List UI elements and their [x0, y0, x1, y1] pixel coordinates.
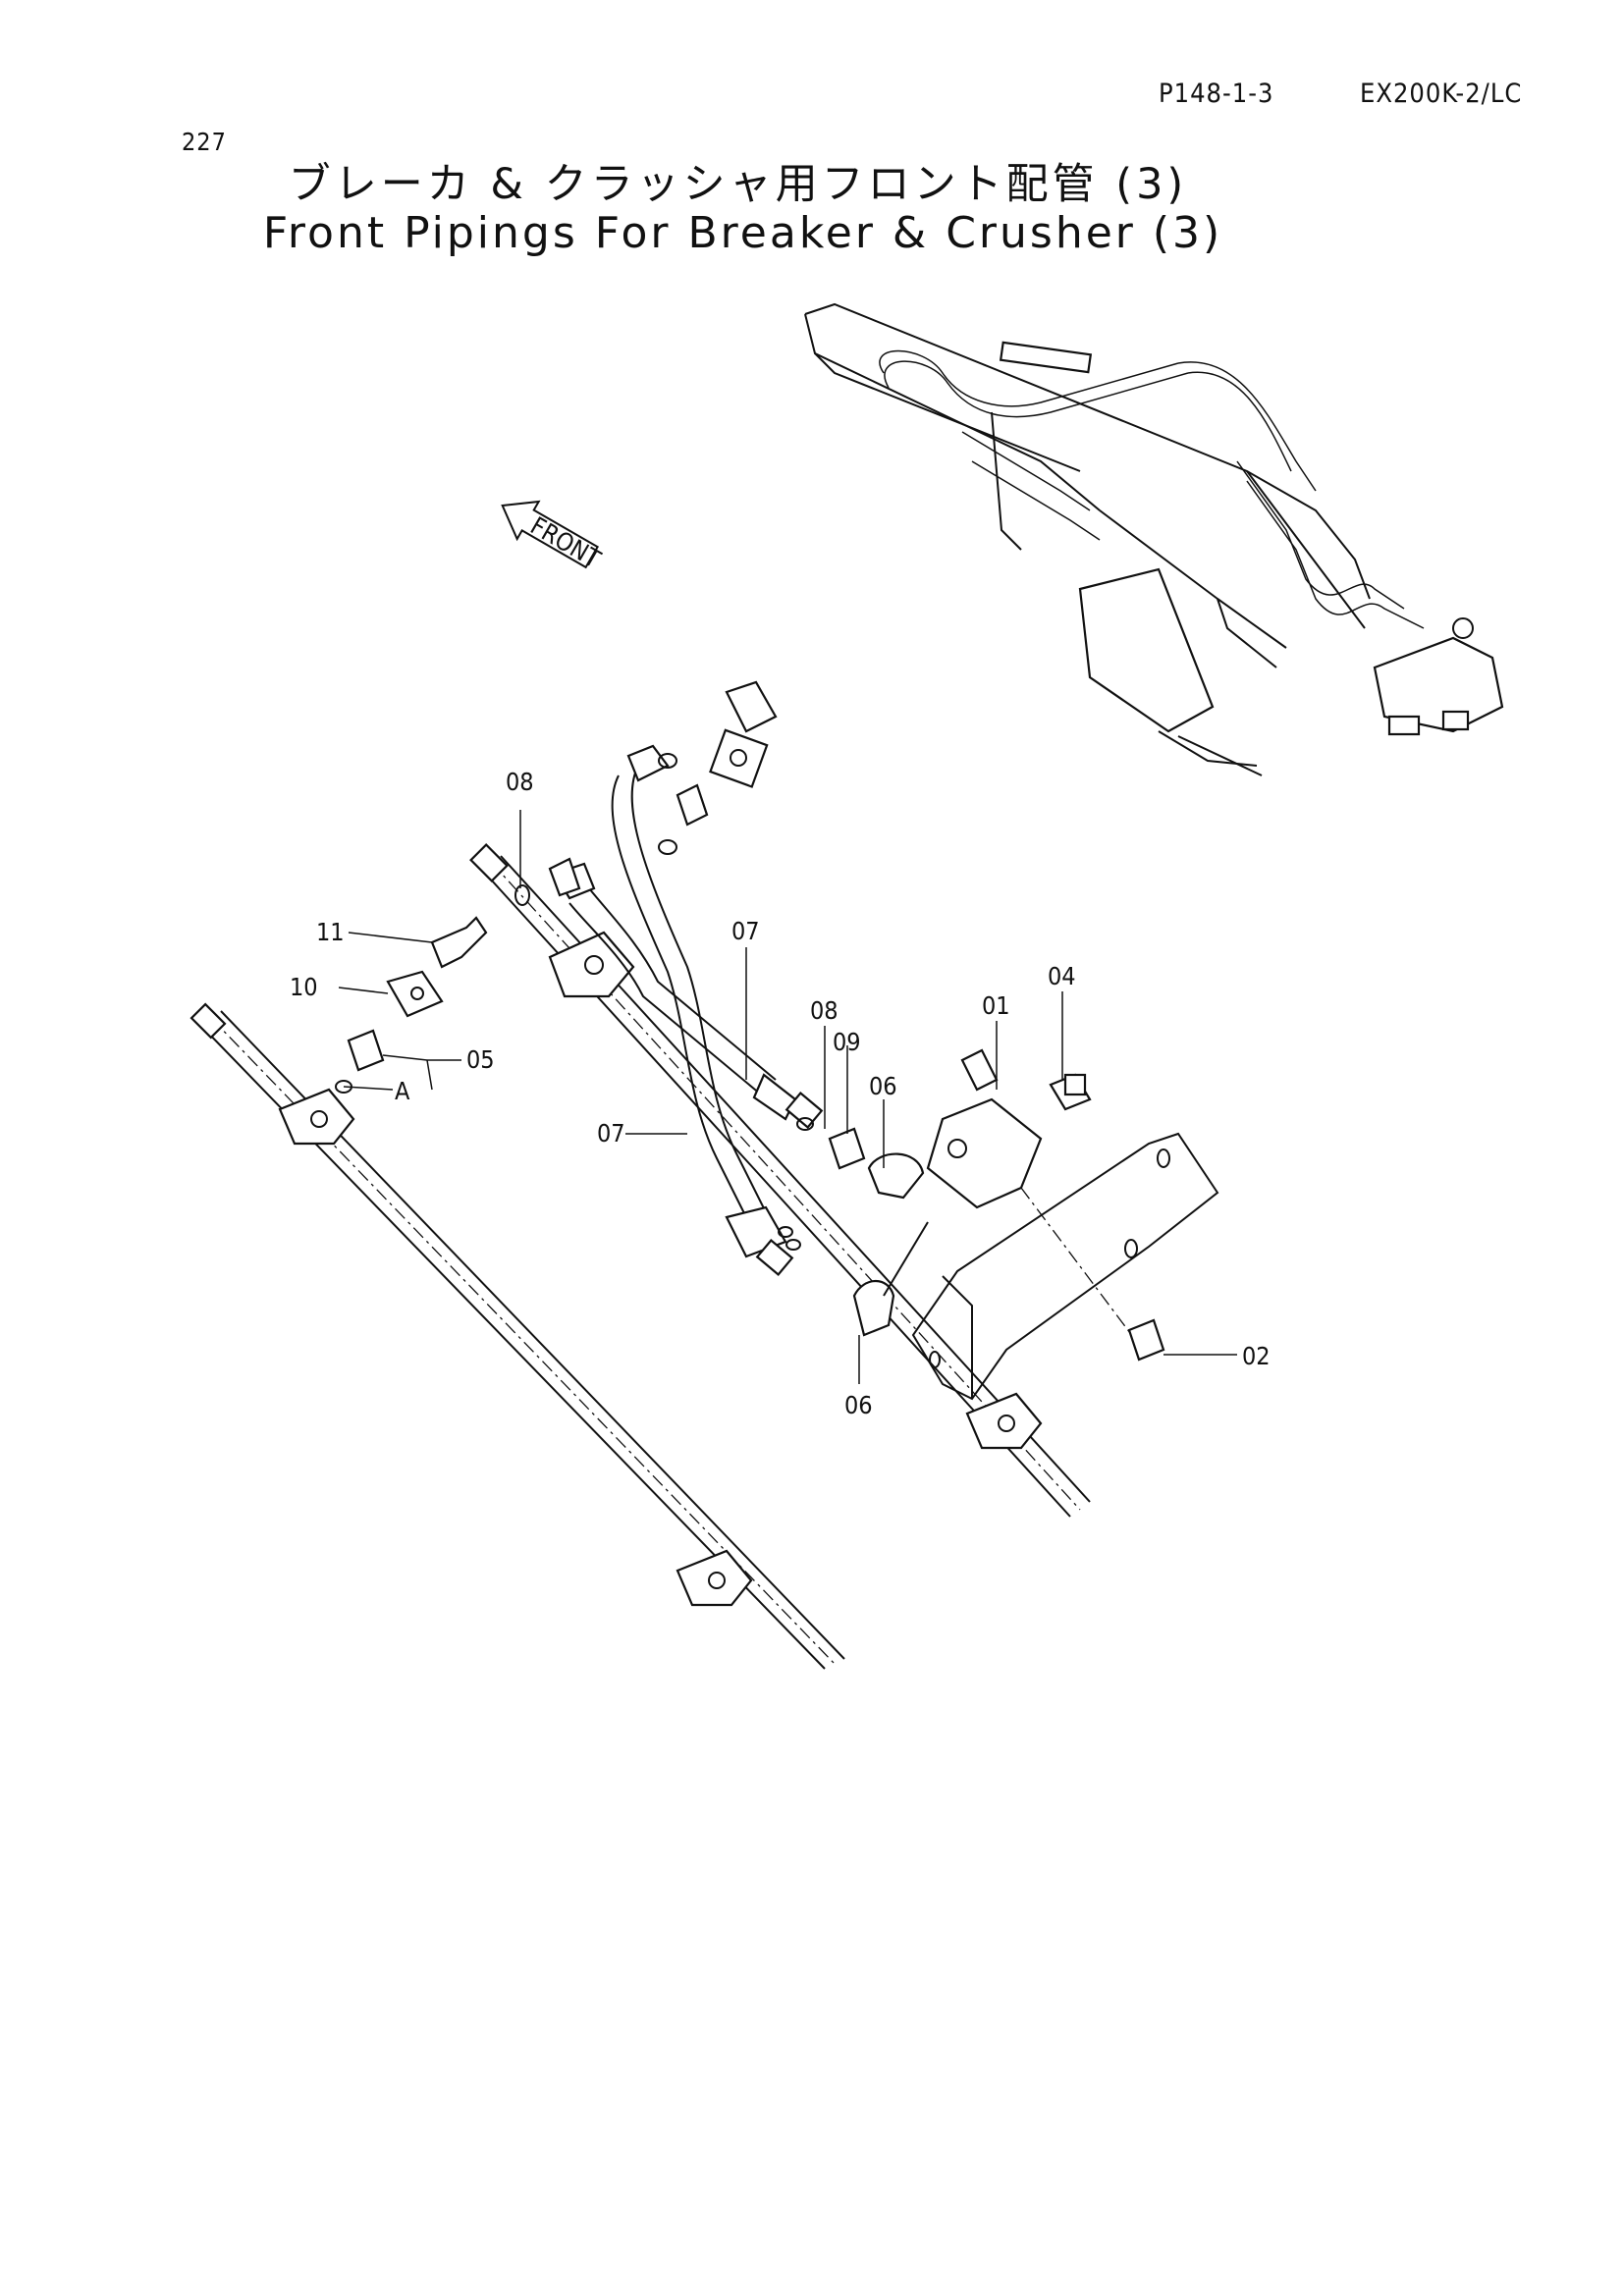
leader-lines [338, 810, 1237, 1384]
front-arrow-label: FRONT [525, 511, 605, 574]
page-number: 227 [182, 128, 227, 156]
callout-01: 01 [982, 991, 1010, 1020]
callout-labels: 08 11 10 05 A 07 07 08 09 06 01 04 02 06 [290, 768, 1271, 1419]
callout-06-lower: 06 [844, 1391, 873, 1419]
callout-02: 02 [1242, 1342, 1271, 1370]
left-fittings [335, 916, 488, 1094]
pipe-right [469, 843, 1091, 1518]
callout-10: 10 [290, 973, 318, 1001]
callout-11: 11 [316, 918, 345, 946]
front-direction-arrow: FRONT [501, 500, 606, 574]
callout-07-upper: 07 [731, 917, 760, 945]
model-number: EX200K-2/LC [1360, 79, 1523, 109]
hose-07-lower [611, 744, 794, 1276]
callout-08-middle: 08 [810, 996, 839, 1025]
callout-A: A [395, 1077, 410, 1105]
page-title-japanese: ブレーカ & クラッシャ用フロント配管 (3) [288, 160, 1188, 209]
pipe-left [189, 1002, 845, 1670]
callout-06-upper: 06 [869, 1072, 897, 1100]
valve-01 [926, 1048, 1092, 1209]
excavator-overview-illustration [804, 302, 1504, 776]
small-fittings [778, 1117, 1165, 1362]
catalog-code: P148-1-3 [1159, 79, 1274, 109]
callout-07-lower: 07 [597, 1119, 625, 1148]
callout-05: 05 [466, 1045, 495, 1074]
top-fittings [514, 680, 778, 906]
page-title-english: Front Pipings For Breaker & Crusher (3) [262, 208, 1223, 258]
callout-04: 04 [1048, 962, 1076, 990]
callout-08-top: 08 [506, 768, 534, 796]
callout-09: 09 [833, 1028, 861, 1056]
mounting-bracket [911, 1132, 1219, 1401]
